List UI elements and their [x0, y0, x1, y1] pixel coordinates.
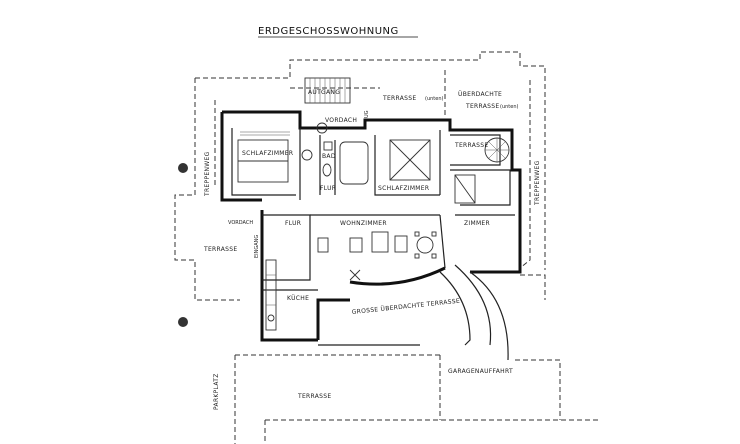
stairs-top: [304, 77, 351, 104]
label-terrasse-top: TERRASSE: [382, 95, 416, 102]
curved-terrace: [439, 264, 509, 361]
label-garagenauffahrt: GARAGENAUFFAHRT: [448, 368, 513, 375]
bath-fixtures: [301, 122, 369, 185]
marker-dot-1: [178, 163, 188, 173]
label-schlafzimmer-mid: SCHLAFZIMMER: [378, 185, 429, 192]
label-terrasse-left: TERRASSE: [203, 246, 237, 253]
label-grosse-terrasse: GROSSE ÜBERDACHTE TERRASSE: [351, 298, 460, 316]
spiral-stair: [484, 137, 510, 163]
label-terrasse-unten-2-note: (unten): [500, 104, 518, 110]
label-terrasse-unten-2: TERRASSE: [465, 103, 499, 110]
plan-title: ERDGESCHOSSWOHNUNG: [258, 26, 399, 37]
bed-zimmer: [454, 174, 476, 204]
label-terrasse-top-note: (unten): [425, 96, 443, 102]
label-zimmer: ZIMMER: [464, 220, 490, 227]
label-vordach-left: VORDACH: [228, 220, 253, 226]
label-parkplatz: PARKPLATZ: [213, 373, 220, 410]
label-ug: UG: [364, 110, 370, 118]
label-treppenweg-left: TREPPENWEG: [204, 151, 211, 197]
label-kuche: KÜCHE: [287, 295, 309, 302]
label-treppenweg-right: TREPPENWEG: [534, 160, 541, 206]
label-bad: BAD: [322, 153, 336, 160]
label-schlafzimmer-left: SCHLAFZIMMER: [242, 150, 293, 157]
label-terrasse-small: TERRASSE: [454, 142, 488, 149]
outer-walls: [220, 110, 522, 346]
living-furniture: [317, 231, 437, 281]
label-eingang: EINGANG: [254, 235, 260, 258]
label-flur-top: FLUR: [320, 185, 336, 192]
label-terrasse-bottom: TERRASSE: [297, 393, 331, 400]
bed-middle: [389, 139, 431, 181]
label-flur-left: FLUR: [285, 220, 301, 227]
label-wohnzimmer: WOHNZIMMER: [340, 220, 387, 227]
label-vordach-top: VORDACH: [325, 117, 357, 124]
label-uberdachte: ÜBERDACHTE: [458, 91, 502, 98]
marker-dot-2: [178, 317, 188, 327]
site-boundary: [174, 51, 600, 444]
interior-walls: [231, 128, 515, 291]
kitchen-counters: [265, 259, 277, 331]
bed-left: [237, 131, 290, 183]
label-autgang: AUTGANG: [308, 89, 340, 96]
